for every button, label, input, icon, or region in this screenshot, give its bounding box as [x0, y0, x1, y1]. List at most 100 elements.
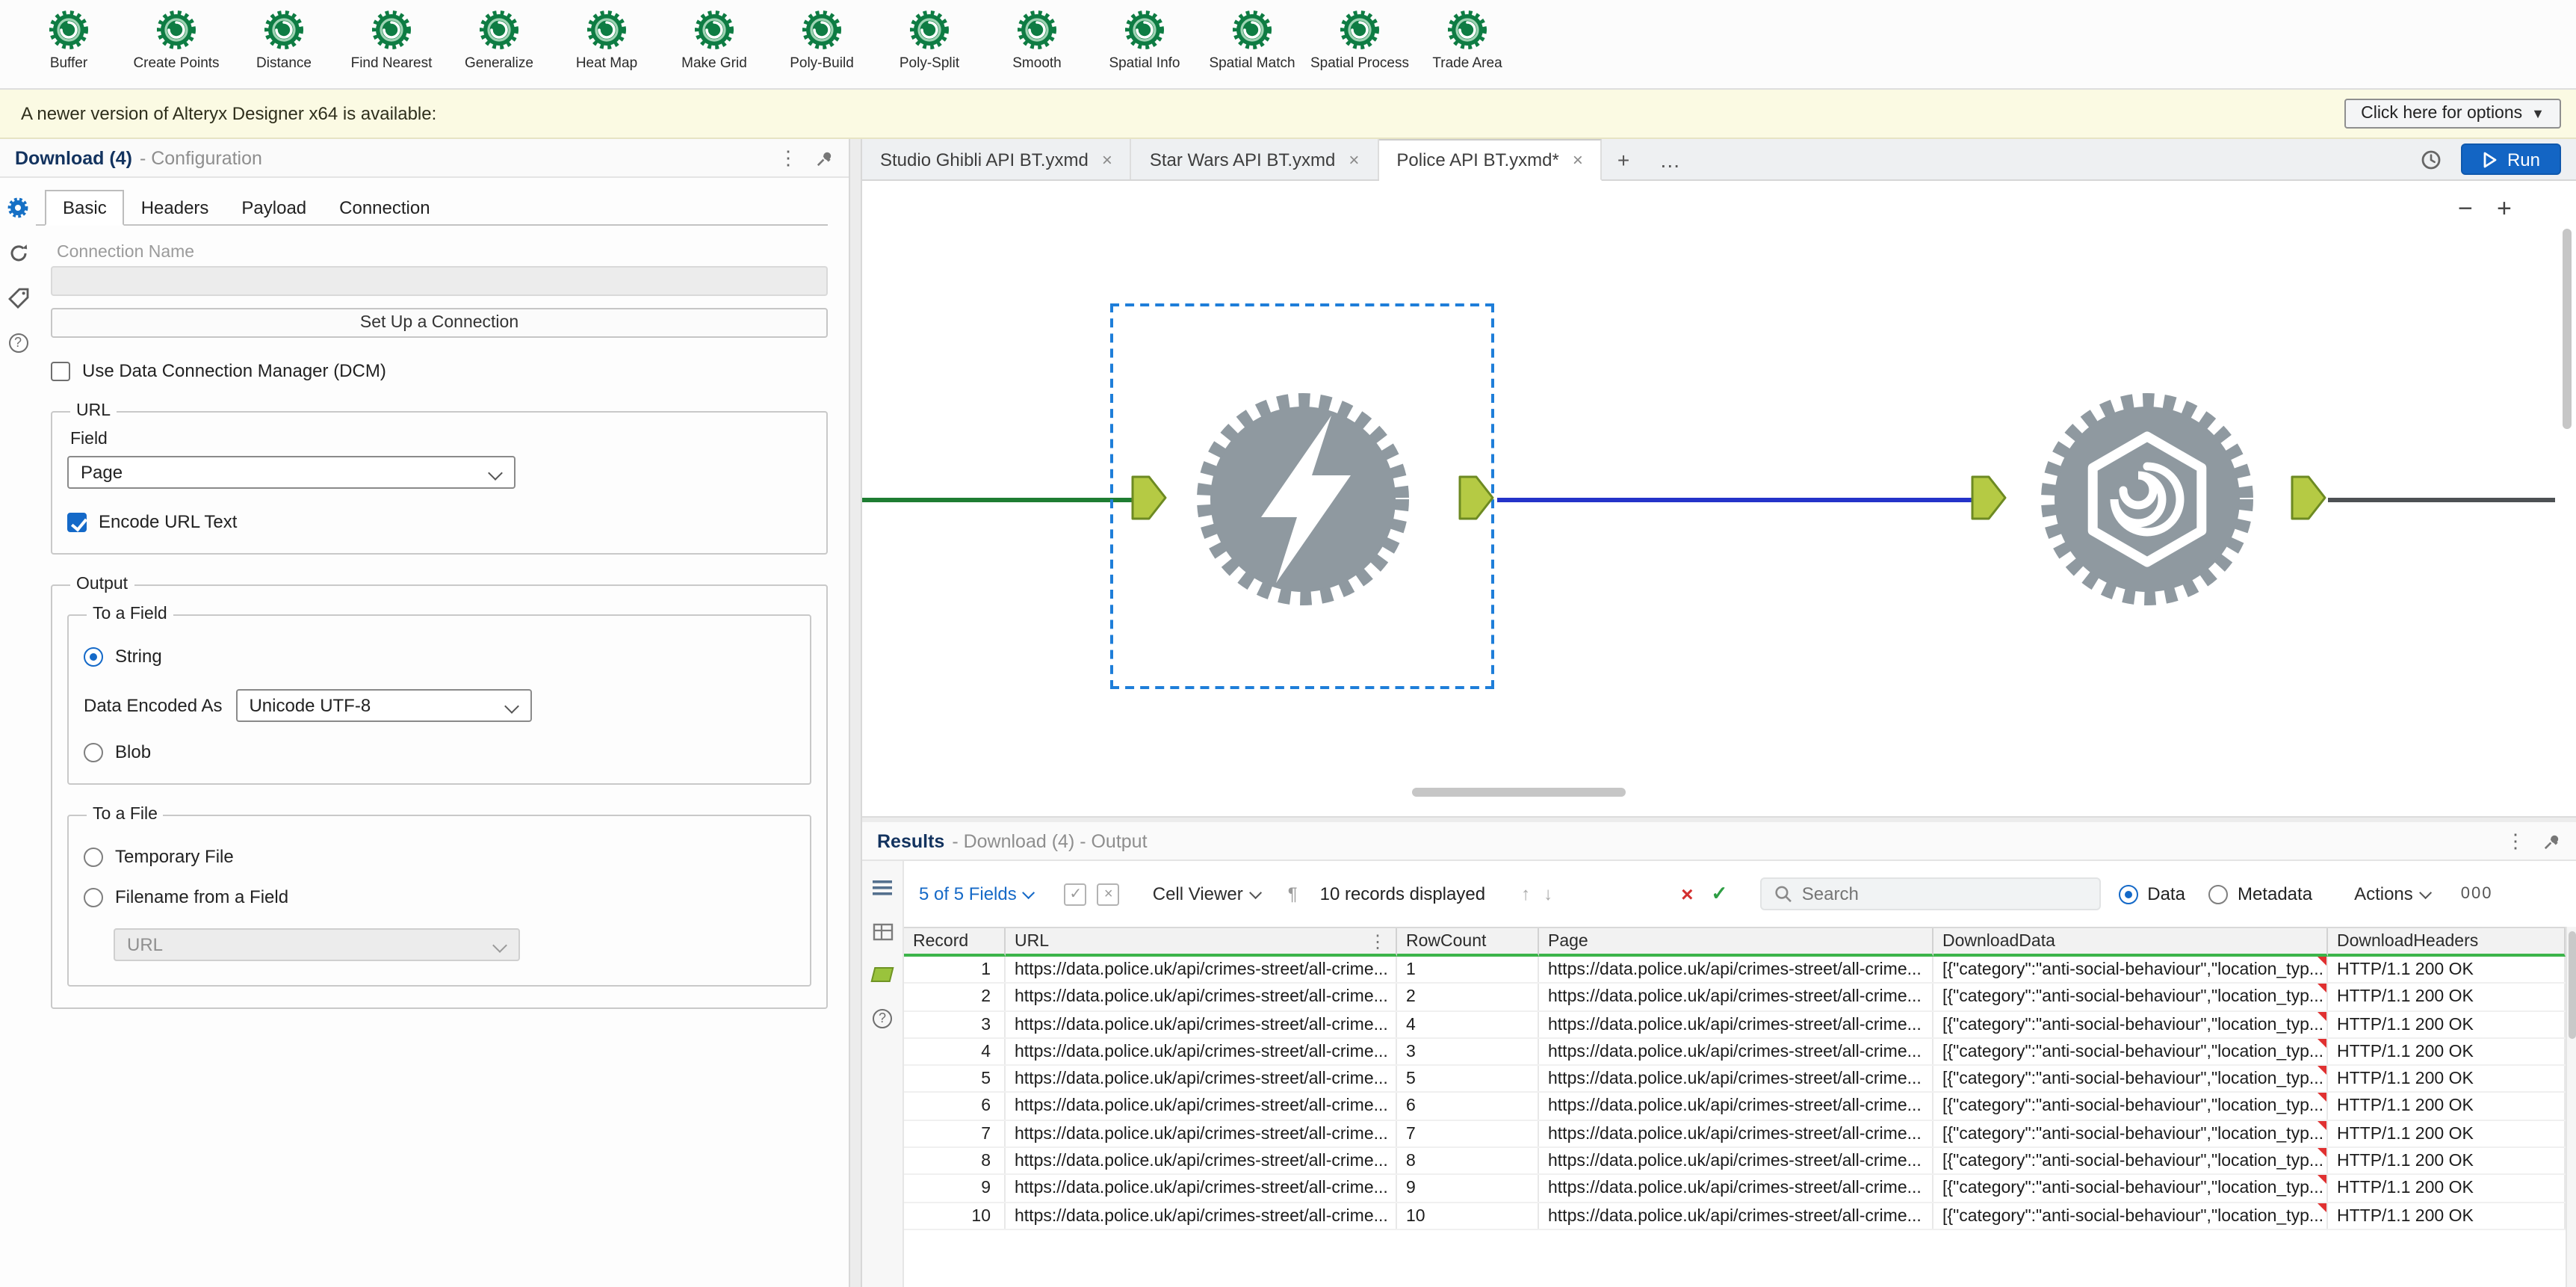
- actions-menu[interactable]: Actions: [2354, 883, 2432, 904]
- table-row[interactable]: 7 https://data.police.uk/api/crimes-stre…: [904, 1120, 2566, 1149]
- url-field-dropdown[interactable]: Page: [67, 456, 515, 489]
- setup-connection-button[interactable]: Set Up a Connection: [51, 308, 828, 338]
- cell-record[interactable]: 8: [904, 1148, 1006, 1174]
- results-splitter[interactable]: [862, 816, 2576, 822]
- cell-page[interactable]: https://data.police.uk/api/crimes-street…: [1539, 957, 1933, 983]
- cell-rowcount[interactable]: 6: [1397, 1093, 1539, 1120]
- filename-field-dropdown[interactable]: URL: [114, 928, 520, 961]
- string-radio-row[interactable]: String: [84, 646, 795, 667]
- palette-tool[interactable]: Heat Map: [553, 7, 660, 72]
- zoom-out-button[interactable]: −: [2458, 194, 2473, 223]
- cell-url[interactable]: https://data.police.uk/api/crimes-street…: [1006, 1148, 1397, 1174]
- cell-url[interactable]: https://data.police.uk/api/crimes-street…: [1006, 1203, 1397, 1229]
- cell-page[interactable]: https://data.police.uk/api/crimes-street…: [1539, 1203, 1933, 1229]
- connection-wire-downstream[interactable]: [2328, 498, 2555, 502]
- cell-record[interactable]: 10: [904, 1203, 1006, 1229]
- cell-downloaddata[interactable]: [{"category":"anti-social-behaviour","lo…: [1933, 1011, 2328, 1037]
- output-anchor-selector-icon[interactable]: [870, 963, 894, 987]
- panel-menu-icon[interactable]: ⋮: [778, 146, 798, 169]
- cell-downloadheaders[interactable]: HTTP/1.1 200 OK: [2328, 1066, 2566, 1092]
- cell-url[interactable]: https://data.police.uk/api/crimes-street…: [1006, 1120, 1397, 1147]
- filename-field-radio-row[interactable]: Filename from a Field: [84, 886, 795, 907]
- version-history-icon[interactable]: [2419, 147, 2443, 171]
- workflow-tab[interactable]: Studio Ghibli API BT.yxmd ×: [862, 139, 1132, 179]
- cell-downloaddata[interactable]: [{"category":"anti-social-behaviour","lo…: [1933, 1175, 2328, 1202]
- pin-icon[interactable]: [816, 149, 834, 167]
- temporary-file-radio[interactable]: [84, 847, 103, 866]
- canvas-vertical-scrollbar[interactable]: [2563, 229, 2572, 429]
- notification-options-button[interactable]: Click here for options ▼: [2344, 99, 2561, 129]
- cell-downloaddata[interactable]: [{"category":"anti-social-behaviour","lo…: [1933, 1093, 2328, 1120]
- run-button[interactable]: Run: [2460, 143, 2561, 175]
- cell-record[interactable]: 6: [904, 1093, 1006, 1120]
- cell-url[interactable]: https://data.police.uk/api/crimes-street…: [1006, 1066, 1397, 1092]
- palette-tool[interactable]: Poly-Split: [876, 7, 983, 72]
- connection-name-input[interactable]: [51, 266, 828, 296]
- new-workflow-button[interactable]: +: [1617, 147, 1630, 171]
- errors-filter-icon[interactable]: ×: [1681, 882, 1694, 906]
- cell-downloaddata[interactable]: [{"category":"anti-social-behaviour","lo…: [1933, 1038, 2328, 1065]
- blob-radio[interactable]: [84, 742, 103, 762]
- cell-url[interactable]: https://data.police.uk/api/crimes-street…: [1006, 1011, 1397, 1037]
- metadata-radio[interactable]: [2208, 884, 2229, 904]
- encoding-toggle[interactable]: 000: [2460, 885, 2493, 903]
- string-radio[interactable]: [84, 646, 103, 666]
- table-row[interactable]: 10 https://data.police.uk/api/crimes-str…: [904, 1203, 2566, 1230]
- cell-page[interactable]: https://data.police.uk/api/crimes-street…: [1539, 1038, 1933, 1065]
- fields-selector[interactable]: 5 of 5 Fields: [919, 883, 1035, 904]
- encode-url-row[interactable]: Encode URL Text: [67, 511, 811, 532]
- cell-rowcount[interactable]: 2: [1397, 984, 1539, 1010]
- palette-tool[interactable]: Generalize: [445, 7, 553, 72]
- palette-tool[interactable]: Create Points: [123, 7, 230, 72]
- help-icon[interactable]: ?: [6, 330, 30, 354]
- cell-downloadheaders[interactable]: HTTP/1.1 200 OK: [2328, 957, 2566, 983]
- grid-view-icon[interactable]: [870, 919, 894, 943]
- cell-rowcount[interactable]: 7: [1397, 1120, 1539, 1147]
- encoding-dropdown[interactable]: Unicode UTF-8: [235, 689, 532, 722]
- cell-downloadheaders[interactable]: HTTP/1.1 200 OK: [2328, 1038, 2566, 1065]
- table-row[interactable]: 9 https://data.police.uk/api/crimes-stre…: [904, 1175, 2566, 1203]
- cell-rowcount[interactable]: 8: [1397, 1148, 1539, 1174]
- search-box[interactable]: [1760, 877, 2102, 910]
- cell-downloadheaders[interactable]: HTTP/1.1 200 OK: [2328, 1093, 2566, 1120]
- column-header-downloaddata[interactable]: DownloadData: [1933, 928, 2328, 957]
- blob-radio-row[interactable]: Blob: [84, 741, 795, 762]
- panel-menu-icon[interactable]: ⋮: [2506, 830, 2525, 852]
- tab-close-icon[interactable]: ×: [1572, 149, 1583, 170]
- palette-tool[interactable]: Find Nearest: [338, 7, 445, 72]
- tab-close-icon[interactable]: ×: [1349, 149, 1360, 170]
- palette-tool[interactable]: Poly-Build: [768, 7, 876, 72]
- cell-downloadheaders[interactable]: HTTP/1.1 200 OK: [2328, 984, 2566, 1010]
- cell-downloadheaders[interactable]: HTTP/1.1 200 OK: [2328, 1120, 2566, 1147]
- cell-rowcount[interactable]: 4: [1397, 1011, 1539, 1037]
- cell-url[interactable]: https://data.police.uk/api/crimes-street…: [1006, 1175, 1397, 1202]
- tab-close-icon[interactable]: ×: [1101, 149, 1112, 170]
- download-input-anchor[interactable]: [1131, 475, 1167, 520]
- macro-tool-node[interactable]: [2028, 380, 2267, 619]
- cell-downloaddata[interactable]: [{"category":"anti-social-behaviour","lo…: [1933, 1148, 2328, 1174]
- more-tabs-button[interactable]: …: [1659, 147, 1681, 171]
- column-header-record[interactable]: Record: [904, 928, 1006, 957]
- table-row[interactable]: 2 https://data.police.uk/api/crimes-stre…: [904, 984, 2566, 1012]
- dcm-checkbox-row[interactable]: Use Data Connection Manager (DCM): [51, 360, 828, 381]
- cell-downloaddata[interactable]: [{"category":"anti-social-behaviour","lo…: [1933, 1066, 2328, 1092]
- refresh-icon[interactable]: [6, 241, 30, 265]
- data-radio-row[interactable]: Data: [2119, 883, 2185, 904]
- cell-viewer-selector[interactable]: Cell Viewer: [1153, 883, 1262, 904]
- table-row[interactable]: 8 https://data.police.uk/api/crimes-stre…: [904, 1148, 2566, 1176]
- table-row[interactable]: 4 https://data.police.uk/api/crimes-stre…: [904, 1038, 2566, 1067]
- cell-page[interactable]: https://data.police.uk/api/crimes-street…: [1539, 1120, 1933, 1147]
- cell-downloadheaders[interactable]: HTTP/1.1 200 OK: [2328, 1175, 2566, 1202]
- cell-page[interactable]: https://data.police.uk/api/crimes-street…: [1539, 1175, 1933, 1202]
- cell-rowcount[interactable]: 10: [1397, 1203, 1539, 1229]
- select-records-icon[interactable]: ✓: [1064, 883, 1087, 905]
- encode-url-checkbox[interactable]: [67, 512, 87, 531]
- palette-tool[interactable]: Buffer: [15, 7, 123, 72]
- cell-downloaddata[interactable]: [{"category":"anti-social-behaviour","lo…: [1933, 1203, 2328, 1229]
- workflow-tab[interactable]: Star Wars API BT.yxmd ×: [1132, 139, 1379, 179]
- cell-downloaddata[interactable]: [{"category":"anti-social-behaviour","lo…: [1933, 984, 2328, 1010]
- table-row[interactable]: 3 https://data.police.uk/api/crimes-stre…: [904, 1011, 2566, 1039]
- deselect-records-icon[interactable]: ×: [1097, 883, 1120, 905]
- tab-payload[interactable]: Payload: [241, 197, 307, 218]
- table-row[interactable]: 6 https://data.police.uk/api/crimes-stre…: [904, 1093, 2566, 1121]
